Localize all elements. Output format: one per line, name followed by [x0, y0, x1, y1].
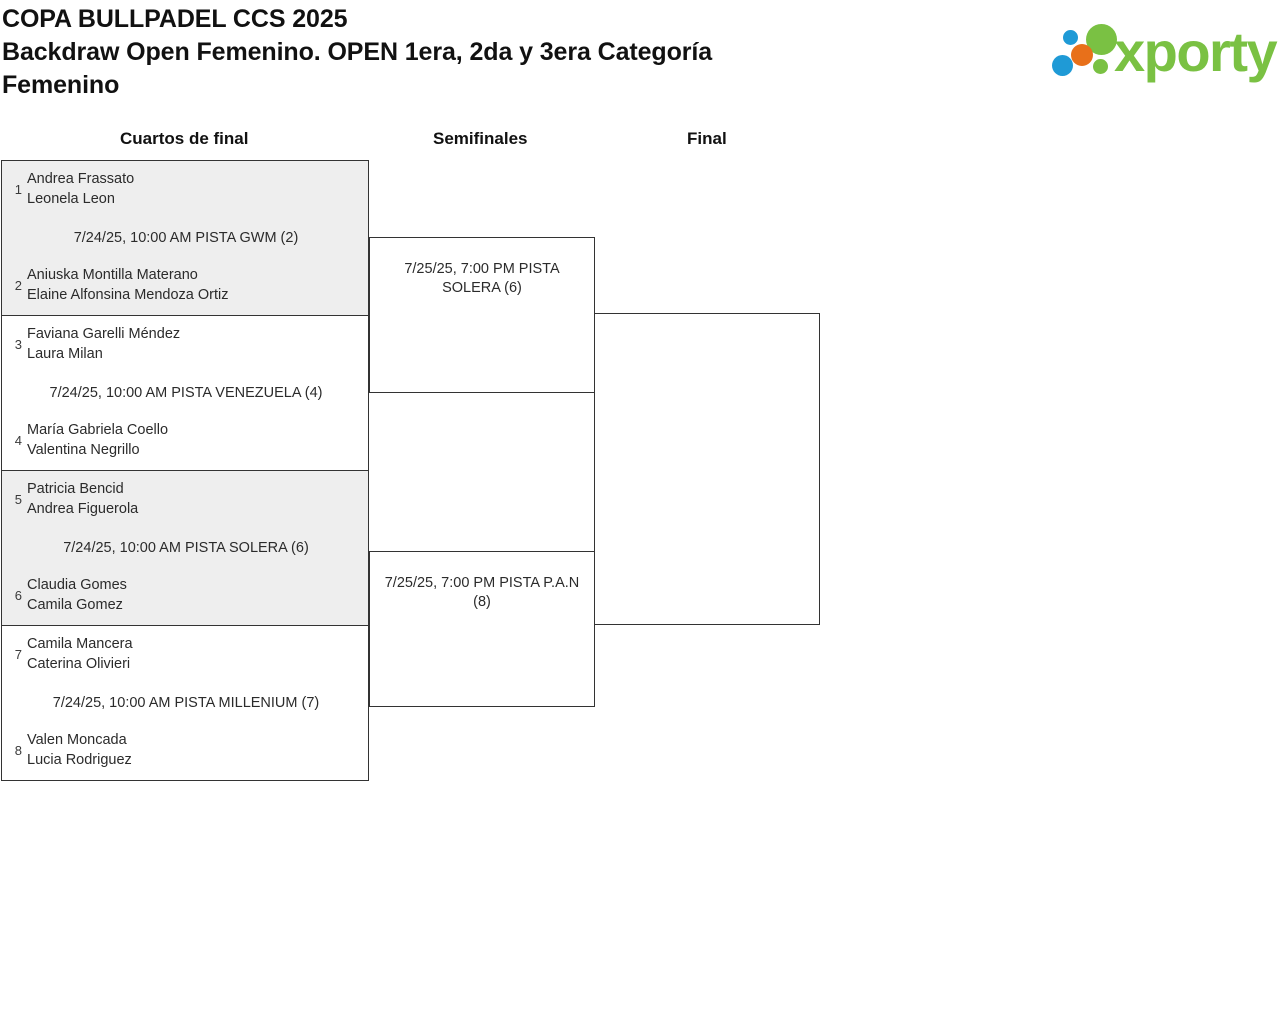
seed-number: 2	[14, 278, 22, 293]
player-name: Caterina Olivieri	[27, 656, 131, 672]
title-line-2: Backdraw Open Femenino. OPEN 1era, 2da y…	[2, 38, 713, 66]
seed-number: 7	[14, 647, 22, 662]
team-slot-seed-5[interactable]: 5 Patricia Bencid Andrea Figuerola	[2, 479, 370, 521]
logo-dot-orange-icon	[1071, 44, 1093, 66]
player-name: Andrea Frassato	[27, 171, 135, 187]
player-names: Faviana Garelli Méndez Laura Milan	[27, 324, 367, 364]
team-slot-seed-7[interactable]: 7 Camila Mancera Caterina Olivieri	[2, 634, 370, 676]
seed-number: 1	[14, 182, 22, 197]
quarterfinal-match-1[interactable]: 1 Andrea Frassato Leonela Leon 7/24/25, …	[1, 160, 369, 316]
logo-dot-green-small-icon	[1093, 59, 1108, 74]
player-name: Aniuska Montilla Materano	[27, 267, 198, 283]
player-name: Andrea Figuerola	[27, 501, 139, 517]
player-name: Elaine Alfonsina Mendoza Ortiz	[27, 287, 229, 303]
player-name: Laura Milan	[27, 346, 103, 362]
match-schedule-info: 7/24/25, 10:00 AM PISTA SOLERA (6)	[63, 540, 309, 556]
logo-wordmark: xporty	[1114, 20, 1278, 83]
semifinal-match-2[interactable]: 7/25/25, 7:00 PM PISTA P.A.N (8)	[369, 551, 595, 707]
seed-number: 4	[14, 433, 22, 448]
quarterfinal-match-4[interactable]: 7 Camila Mancera Caterina Olivieri 7/24/…	[1, 625, 369, 781]
player-name: Patricia Bencid	[27, 481, 124, 497]
logo-dot-blue-top-icon	[1063, 30, 1078, 45]
page-header: COPA BULLPADEL CCS 2025 Backdraw Open Fe…	[0, 0, 1280, 110]
round-header-final: Final	[687, 129, 727, 148]
player-name: Camila Gomez	[27, 597, 123, 613]
player-name: Valen Moncada	[27, 732, 127, 748]
semifinal-match-1[interactable]: 7/25/25, 7:00 PM PISTA SOLERA (6)	[369, 237, 595, 393]
xporty-logo[interactable]: xporty	[1048, 20, 1278, 86]
seed-number: 8	[14, 743, 22, 758]
player-name: Claudia Gomes	[27, 577, 127, 593]
player-names: Andrea Frassato Leonela Leon	[27, 169, 367, 209]
title-line-1: COPA BULLPADEL CCS 2025	[2, 5, 348, 33]
player-name: María Gabriela Coello	[27, 422, 169, 438]
match-schedule-info: 7/25/25, 7:00 PM PISTA SOLERA (6)	[404, 261, 560, 296]
quarterfinal-match-2[interactable]: 3 Faviana Garelli Méndez Laura Milan 7/2…	[1, 315, 369, 471]
team-slot-seed-3[interactable]: 3 Faviana Garelli Méndez Laura Milan	[2, 324, 370, 366]
round-header-quarterfinals: Cuartos de final	[120, 129, 249, 148]
player-name: Camila Mancera	[27, 636, 133, 652]
player-names: Claudia Gomes Camila Gomez	[27, 575, 367, 615]
match-schedule-info: 7/24/25, 10:00 AM PISTA MILLENIUM (7)	[52, 695, 320, 711]
logo-dots-icon	[1048, 22, 1122, 82]
seed-number: 3	[14, 337, 22, 352]
round-header-semifinals: Semifinales	[433, 129, 528, 148]
player-names: María Gabriela Coello Valentina Negrillo	[27, 420, 367, 460]
match-schedule-info: 7/25/25, 7:00 PM PISTA P.A.N (8)	[384, 575, 580, 610]
player-names: Camila Mancera Caterina Olivieri	[27, 634, 367, 674]
final-match[interactable]	[594, 313, 820, 625]
team-slot-seed-4[interactable]: 4 María Gabriela Coello Valentina Negril…	[2, 420, 370, 462]
player-names: Aniuska Montilla Materano Elaine Alfonsi…	[27, 265, 367, 305]
team-slot-seed-1[interactable]: 1 Andrea Frassato Leonela Leon	[2, 169, 370, 211]
team-slot-seed-2[interactable]: 2 Aniuska Montilla Materano Elaine Alfon…	[2, 265, 370, 307]
quarterfinal-match-3[interactable]: 5 Patricia Bencid Andrea Figuerola 7/24/…	[1, 470, 369, 626]
logo-dot-blue-bottom-icon	[1052, 55, 1073, 76]
seed-number: 6	[14, 588, 22, 603]
player-name: Faviana Garelli Méndez	[27, 326, 181, 342]
player-name: Valentina Negrillo	[27, 442, 140, 458]
match-schedule-info: 7/24/25, 10:00 AM PISTA GWM (2)	[73, 230, 299, 246]
player-names: Valen Moncada Lucia Rodriguez	[27, 730, 367, 770]
player-names: Patricia Bencid Andrea Figuerola	[27, 479, 367, 519]
title-line-3: Femenino	[2, 71, 120, 99]
team-slot-seed-6[interactable]: 6 Claudia Gomes Camila Gomez	[2, 575, 370, 617]
seed-number: 5	[14, 492, 22, 507]
player-name: Leonela Leon	[27, 191, 115, 207]
page-title: COPA BULLPADEL CCS 2025 Backdraw Open Fe…	[2, 3, 902, 102]
match-schedule-info: 7/24/25, 10:00 AM PISTA VENEZUELA (4)	[49, 385, 323, 401]
team-slot-seed-8[interactable]: 8 Valen Moncada Lucia Rodriguez	[2, 730, 370, 772]
player-name: Lucia Rodriguez	[27, 752, 132, 768]
